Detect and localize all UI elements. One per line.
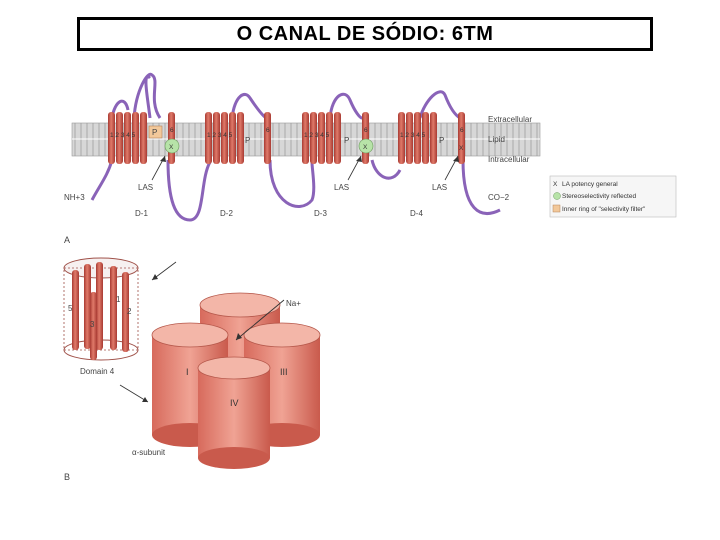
helix-segment bbox=[326, 112, 333, 164]
legend-item-inner-ring: Inner ring of "selectivity filter" bbox=[562, 206, 646, 213]
helix-rod bbox=[110, 266, 117, 350]
domain-label-2: D-2 bbox=[220, 209, 233, 218]
helix-segment-6 bbox=[458, 112, 465, 164]
helix-segment bbox=[430, 112, 437, 164]
pore-loop-label: P bbox=[439, 136, 444, 145]
helix-rod bbox=[72, 270, 79, 350]
pore-loop-label: P bbox=[245, 136, 250, 145]
la-potency-marker: X bbox=[459, 145, 464, 152]
domain-caption: Domain 4 bbox=[80, 367, 115, 376]
panel-a-label: A bbox=[64, 235, 70, 245]
segment-6-label: 6 bbox=[364, 127, 368, 134]
panel-b-label: B bbox=[64, 472, 70, 482]
lipid-label: Lipid bbox=[488, 135, 505, 144]
cylinder-label-i: I bbox=[186, 367, 189, 377]
title-box: O CANAL DE SÓDIO: 6TM bbox=[77, 17, 653, 51]
helix-segment-6 bbox=[168, 112, 175, 164]
helix-label-2: 2 bbox=[127, 307, 132, 316]
stereoselectivity-marker bbox=[358, 138, 374, 154]
helix-segment bbox=[124, 112, 131, 164]
helix-numbers: 1 2 3 4 5 bbox=[207, 132, 233, 139]
las-annotations: LAS LAS LAS bbox=[138, 155, 459, 192]
pore-loop-label: P bbox=[344, 136, 349, 145]
legend-item-stereoselectivity: Stereoselectivity reflected bbox=[562, 193, 636, 200]
domain-d4: P 1 2 3 4 5 6 X bbox=[398, 112, 465, 164]
helix-segment-6 bbox=[264, 112, 271, 164]
c-terminus-label: CO−2 bbox=[488, 193, 510, 202]
legend-swatch-orange bbox=[552, 204, 561, 213]
helix-segment bbox=[398, 112, 405, 164]
domain-4-helix-bundle: 5 1 2 3 bbox=[63, 257, 139, 361]
helix-rod bbox=[96, 262, 103, 350]
subunit-label: α-subunit bbox=[132, 448, 166, 457]
helix-segment bbox=[237, 112, 244, 164]
helix-segment bbox=[229, 112, 236, 164]
helix-segment bbox=[422, 112, 429, 164]
helix-segment bbox=[140, 112, 147, 164]
domain-d1: P 1 2 3 4 5 6 X bbox=[108, 112, 180, 164]
helix-segment bbox=[302, 112, 309, 164]
pore-loop-label: P bbox=[152, 128, 157, 137]
helix-segment bbox=[116, 112, 123, 164]
las-label-3: LAS bbox=[432, 183, 447, 192]
ion-arrow bbox=[235, 299, 285, 341]
helix-segment bbox=[213, 112, 220, 164]
segment-6-label: 6 bbox=[460, 127, 464, 134]
helix-label-3: 3 bbox=[90, 320, 95, 329]
helix-label-5: 5 bbox=[68, 304, 73, 313]
helix-numbers: 1 2 3 4 5 bbox=[400, 132, 426, 139]
segment-6-label: 6 bbox=[170, 127, 174, 134]
extracellular-loop bbox=[144, 75, 152, 119]
extracellular-label: Extracellular bbox=[488, 115, 532, 124]
helix-segment bbox=[414, 112, 421, 164]
helix-segment bbox=[108, 112, 115, 164]
stereoselectivity-marker bbox=[164, 138, 180, 154]
helix-segment bbox=[406, 112, 413, 164]
n-terminus-label: NH+3 bbox=[64, 193, 85, 202]
helix-rod bbox=[84, 264, 91, 349]
helix-segment bbox=[318, 112, 325, 164]
las-label-2: LAS bbox=[334, 183, 349, 192]
helix-numbers: 1 2 3 4 5 bbox=[304, 132, 330, 139]
segment-6-label: 6 bbox=[266, 127, 270, 134]
legend-item-la-potency: LA potency general bbox=[562, 181, 618, 188]
helix-segment bbox=[221, 112, 228, 164]
pointer-arrow bbox=[119, 384, 149, 403]
domain-label-3: D-3 bbox=[314, 209, 327, 218]
helix-segment bbox=[334, 112, 341, 164]
cylinder-label-iii: III bbox=[280, 367, 288, 377]
domain-label-1: D-1 bbox=[135, 209, 148, 218]
cylinder-iv: IV bbox=[197, 356, 271, 469]
helix-numbers: 1 2 3 4 5 bbox=[110, 132, 136, 139]
helix-segment-6 bbox=[362, 112, 369, 164]
legend: X LA potency general Stereoselectivity r… bbox=[549, 175, 677, 218]
helix-label-1: 1 bbox=[116, 295, 121, 304]
legend-swatch-green bbox=[553, 192, 561, 200]
helix-segment bbox=[310, 112, 317, 164]
helix-segment bbox=[205, 112, 212, 164]
helix-segment bbox=[132, 112, 139, 164]
legend-symbol-x: X bbox=[553, 181, 558, 188]
intracellular-label: Intracellular bbox=[488, 155, 530, 164]
ion-label: Na+ bbox=[286, 299, 301, 308]
domain-d3: P 1 2 3 4 5 6 X bbox=[302, 112, 374, 164]
domain-d2: P 1 2 3 4 5 6 bbox=[205, 112, 271, 164]
legend-box bbox=[549, 175, 677, 218]
la-potency-marker: X bbox=[363, 144, 368, 151]
helix-rod bbox=[122, 272, 129, 352]
domain-label-4: D-4 bbox=[410, 209, 423, 218]
pore-loop-box bbox=[148, 125, 163, 139]
cylinder-label-iv: IV bbox=[230, 398, 239, 408]
polypeptide-chain bbox=[90, 72, 501, 222]
page-title: O CANAL DE SÓDIO: 6TM bbox=[236, 22, 494, 45]
helix-rod bbox=[90, 292, 97, 360]
la-potency-marker: X bbox=[169, 144, 174, 151]
las-label-1: LAS bbox=[138, 183, 153, 192]
